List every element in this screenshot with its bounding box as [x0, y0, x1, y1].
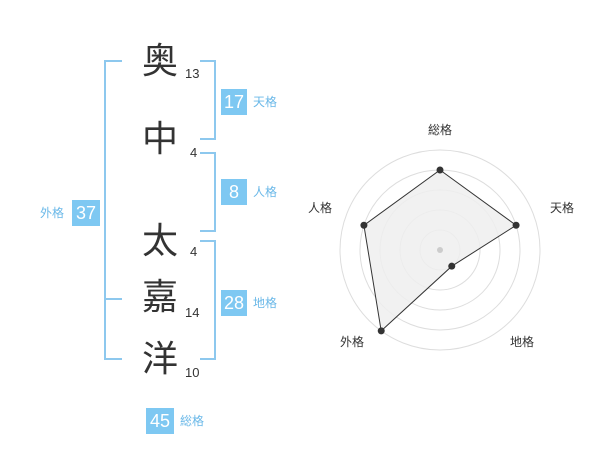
radar-point-2	[512, 221, 520, 229]
jinkaku-bracket	[200, 152, 216, 232]
soukaku-value-badge: 45	[146, 408, 174, 434]
radar-axis-label-jinkaku: 人格	[308, 200, 332, 215]
radar-point-4	[377, 327, 385, 335]
stroke-count-4: 14	[185, 305, 200, 320]
tenkaku-bracket	[200, 60, 216, 140]
name-char-4: 嘉	[141, 277, 178, 318]
radar-point-3	[448, 262, 456, 270]
radar-center-dot	[437, 247, 443, 253]
radar-point-5	[360, 221, 368, 229]
stroke-count-3: 4	[190, 244, 198, 259]
radar-axis-label-gaikaku: 外格	[340, 334, 364, 349]
radar-axis-label-soukaku: 総格	[428, 122, 452, 137]
tenkaku-label: 天格	[253, 95, 278, 109]
stroke-count-2: 4	[190, 145, 198, 160]
gaikaku-bracket-divider	[104, 298, 122, 300]
name-char-1: 奥	[141, 41, 178, 82]
radar-axis-label-tenkaku: 天格	[550, 200, 574, 215]
chikaku-value-badge: 28	[221, 290, 247, 316]
gaikaku-label: 外格	[40, 206, 65, 220]
radar-axis-label-chikaku: 地格	[510, 334, 534, 349]
radar-point-1	[436, 166, 444, 174]
name-char-3: 太	[141, 221, 178, 262]
stroke-count-1: 13	[185, 66, 200, 81]
tenkaku-value-badge: 17	[221, 89, 247, 115]
jinkaku-value-badge: 8	[221, 179, 247, 205]
soukaku-label: 総格	[180, 414, 205, 428]
radar-points	[360, 166, 520, 335]
name-char-2: 中	[141, 119, 178, 160]
gaikaku-value-badge: 37	[72, 200, 100, 226]
stroke-count-5: 10	[185, 365, 200, 380]
name-char-5: 洋	[141, 339, 178, 380]
radar-ring-5	[339, 149, 541, 351]
jinkaku-label: 人格	[253, 185, 278, 199]
chikaku-label: 地格	[253, 296, 278, 310]
gaikaku-bracket	[104, 60, 122, 360]
radar-chart: 総格 天格 地格 外格 人格	[308, 122, 574, 351]
chikaku-bracket	[200, 240, 216, 360]
